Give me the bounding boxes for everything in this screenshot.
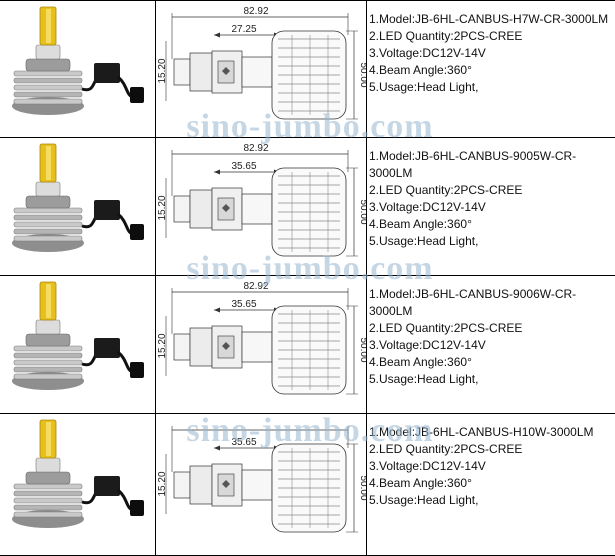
dimension-length: 82.92	[243, 6, 268, 17]
dimension-stem: 35.65	[231, 161, 256, 172]
spec-line: 3.Voltage:DC12V-14V	[369, 338, 486, 352]
column-divider	[366, 1, 367, 138]
connector-plug	[130, 500, 144, 516]
spec-line: 4.Beam Angle:360°	[369, 63, 472, 77]
column-divider	[155, 414, 156, 555]
product-photo-cell	[0, 414, 155, 555]
spec-line: 2.LED Quantity:2PCS-CREE	[369, 183, 523, 197]
column-divider	[155, 1, 156, 138]
dimension-stem: 35.65	[231, 299, 256, 310]
dimension-drawing: 35.65 15.20 50.00	[157, 426, 366, 533]
column-divider	[155, 138, 156, 276]
dimension-stem: 27.25	[231, 24, 256, 35]
dimension-length: 82.92	[243, 143, 268, 154]
dimension-height: 50.00	[358, 199, 366, 224]
dimension-drawing: 82.92 27.25 15.20 50.00	[157, 6, 366, 120]
bulb-photo	[12, 143, 144, 252]
spec-line: 4.Beam Angle:360°	[369, 217, 472, 231]
canbus-driver	[94, 200, 120, 220]
spec-list: 1.Model:JB-6HL-CANBUS-H10W-3000LM 2.LED Q…	[369, 424, 613, 509]
product-photo-cell	[0, 138, 155, 276]
dimension-drawing-cell: 82.92 35.65 15.20 50.00	[156, 276, 366, 414]
connector-plug	[130, 224, 144, 240]
spec-list: 1.Model:JB-6HL-CANBUS-9005W-CR-3000LM 2.L…	[369, 148, 613, 250]
column-divider	[155, 276, 156, 414]
dimension-drawing-cell: 35.65 15.20 50.00	[156, 414, 366, 555]
spec-list: 1.Model:JB-6HL-CANBUS-H7W-CR-3000LM 2.LED…	[369, 11, 613, 96]
bulb-photo	[12, 281, 144, 390]
dimension-length: 82.92	[243, 281, 268, 292]
canbus-driver	[94, 338, 120, 358]
column-divider	[366, 138, 367, 276]
bulb-photo	[12, 6, 144, 115]
spec-line: 4.Beam Angle:360°	[369, 476, 472, 490]
dimension-stem: 35.65	[231, 437, 256, 448]
dimension-base: 15.20	[157, 195, 168, 220]
spec-line: 2.LED Quantity:2PCS-CREE	[369, 29, 523, 43]
spec-line: 1.Model:JB-6HL-CANBUS-9006W-CR-3000LM	[369, 287, 577, 318]
spec-line: 1.Model:JB-6HL-CANBUS-9005W-CR-3000LM	[369, 149, 577, 180]
canbus-driver	[94, 476, 120, 496]
dimension-drawing: 82.92 35.65 15.20 50.00	[157, 143, 366, 257]
spec-line: 5.Usage:Head Light,	[369, 493, 479, 507]
dimension-drawing-cell: 82.92 35.65 15.20 50.00	[156, 138, 366, 276]
spec-line: 2.LED Quantity:2PCS-CREE	[369, 321, 523, 335]
spec-line: 3.Voltage:DC12V-14V	[369, 200, 486, 214]
dimension-drawing-cell: 82.92 27.25 15.20 50.00	[156, 1, 366, 138]
dimension-height: 50.00	[358, 337, 366, 362]
dimension-height: 50.00	[358, 475, 366, 500]
spec-line: 1.Model:JB-6HL-CANBUS-H10W-3000LM	[369, 425, 594, 439]
spec-line: 4.Beam Angle:360°	[369, 355, 472, 369]
dimension-base: 15.20	[157, 471, 168, 496]
dimension-base: 15.20	[157, 58, 168, 83]
product-photo-cell	[0, 276, 155, 414]
connector-plug	[130, 87, 144, 103]
spec-line: 5.Usage:Head Light,	[369, 234, 479, 248]
product-photo-cell	[0, 1, 155, 138]
spec-line: 1.Model:JB-6HL-CANBUS-H7W-CR-3000LM	[369, 12, 609, 26]
canbus-driver	[94, 63, 120, 83]
spec-list: 1.Model:JB-6HL-CANBUS-9006W-CR-3000LM 2.L…	[369, 286, 613, 388]
column-divider	[366, 276, 367, 414]
dimension-base: 15.20	[157, 333, 168, 358]
bulb-photo	[12, 419, 144, 528]
spec-line: 5.Usage:Head Light,	[369, 80, 479, 94]
dimension-height: 50.00	[358, 62, 366, 87]
dimension-drawing: 82.92 35.65 15.20 50.00	[157, 281, 366, 395]
spec-line: 2.LED Quantity:2PCS-CREE	[369, 442, 523, 456]
connector-plug	[130, 362, 144, 378]
column-divider	[366, 414, 367, 555]
spec-line: 3.Voltage:DC12V-14V	[369, 459, 486, 473]
spec-line: 5.Usage:Head Light,	[369, 372, 479, 386]
spec-line: 3.Voltage:DC12V-14V	[369, 46, 486, 60]
